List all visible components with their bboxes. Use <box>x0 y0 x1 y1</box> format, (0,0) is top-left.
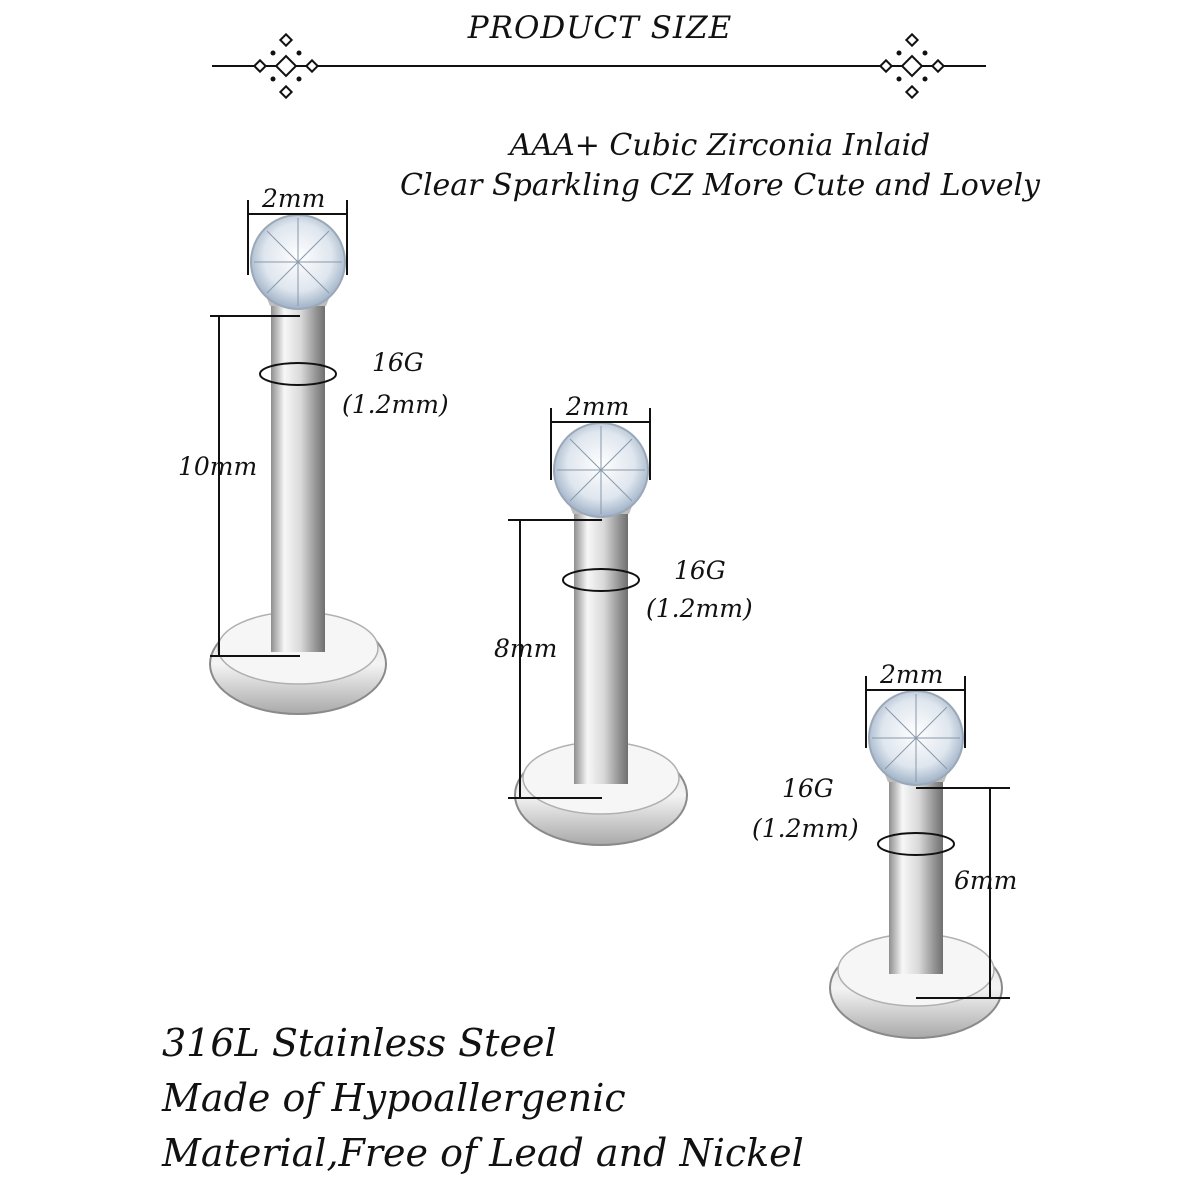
ornament-right-icon <box>878 32 946 100</box>
gauge-label: 16G <box>372 348 424 377</box>
gem-width-label: 2mm <box>566 392 630 421</box>
tagline-line-2: Clear Sparkling CZ More Cute and Lovely <box>399 168 1041 203</box>
gauge-mm-label: (1.2mm) <box>752 814 859 843</box>
tagline: AAA+ Cubic Zirconia Inlaid Clear Sparkli… <box>370 126 1070 206</box>
material-line-2: Made of Hypoallergenic <box>162 1076 626 1120</box>
gem-width-label: 2mm <box>880 660 944 689</box>
gauge-label: 16G <box>674 556 726 585</box>
page-title: PRODUCT SIZE <box>467 10 733 46</box>
gauge-mm-label: (1.2mm) <box>342 390 449 419</box>
gem-width-label: 2mm <box>262 184 326 213</box>
material-line-1: 316L Stainless Steel <box>162 1021 557 1065</box>
material-line-3: Material,Free of Lead and Nickel <box>162 1131 804 1175</box>
material-description: 316L Stainless Steel Made of Hypoallerge… <box>162 1016 804 1181</box>
length-label: 10mm <box>178 452 258 481</box>
labret-10mm <box>209 200 387 715</box>
labret-6mm <box>829 676 1010 1039</box>
labret-8mm <box>508 408 688 846</box>
ornament-left-icon <box>252 32 320 100</box>
gauge-mm-label: (1.2mm) <box>646 594 753 623</box>
header-divider <box>212 32 986 100</box>
tagline-line-1: AAA+ Cubic Zirconia Inlaid <box>509 128 931 163</box>
length-label: 6mm <box>954 866 1018 895</box>
length-label: 8mm <box>494 634 558 663</box>
gauge-label: 16G <box>782 774 834 803</box>
